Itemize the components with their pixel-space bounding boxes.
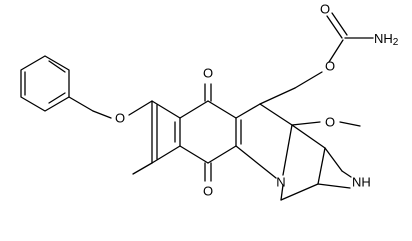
quinone-bond <box>151 145 181 164</box>
atom-label-oxygen: O <box>325 115 335 130</box>
ch2-bond <box>294 71 323 89</box>
atom-label-oxygen: O <box>115 111 125 126</box>
pyrrolidine-bond <box>317 147 326 185</box>
subscript-2: 2 <box>393 37 399 48</box>
benzyl-bond <box>92 110 112 119</box>
pyrrole-bond <box>235 103 261 119</box>
aziridine-bond <box>341 170 352 178</box>
phenyl-ring <box>20 55 70 112</box>
benzyl-bond <box>68 96 94 112</box>
ch2-bond <box>259 87 296 105</box>
methyl-bond <box>132 162 153 175</box>
quinone-bond <box>179 145 209 164</box>
pyrrole-bond <box>282 124 293 176</box>
quinone-bond <box>179 100 209 119</box>
pyrrolidine-bond <box>280 183 319 201</box>
pyrrolidine-bond <box>291 124 326 149</box>
atom-label-nitrogen: N <box>276 175 285 190</box>
carbamate-double-bond <box>331 12 348 36</box>
quinone-bond <box>151 100 181 119</box>
carbamate-bond <box>328 39 344 63</box>
atom-label-nh: NH <box>352 175 371 190</box>
atom-label-oxygen: O <box>320 2 330 17</box>
atom-labels: O O O O O NH2 O N NH <box>115 2 399 199</box>
pyrrole-bond <box>259 103 293 126</box>
nh-text: NH <box>374 31 393 46</box>
bonds <box>20 12 374 201</box>
carbamate-double-bond <box>326 15 343 39</box>
atom-label-nh2: NH2 <box>374 31 399 48</box>
phenyl-double-bond <box>48 60 66 73</box>
methoxy-bond <box>291 121 321 126</box>
pyrrolidine-bond <box>280 184 284 201</box>
pyrrole-bond <box>235 145 277 179</box>
atom-label-oxygen: O <box>203 184 213 199</box>
quinone-bond <box>207 145 237 164</box>
aziridine-bond <box>317 183 351 189</box>
phenyl-double-bond <box>48 92 66 104</box>
methoxy-bond <box>339 121 361 127</box>
ether-bond <box>128 100 153 116</box>
quinone-bond <box>207 100 237 119</box>
atom-label-oxygen: O <box>325 59 335 74</box>
atom-label-oxygen: O <box>203 66 213 81</box>
aziridine-bond <box>324 147 343 172</box>
